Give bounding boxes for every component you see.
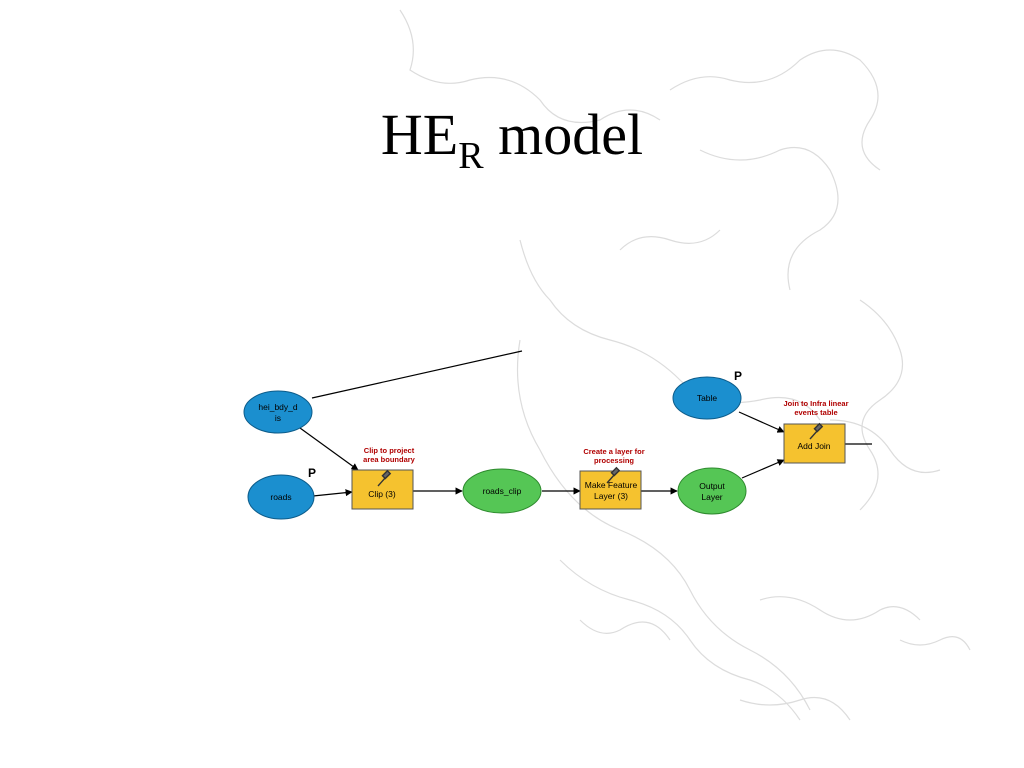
output-label-1: Output xyxy=(699,481,725,491)
roads-clip-label: roads_clip xyxy=(483,486,522,496)
tool-add-join[interactable]: Join to Infra linear events table Add Jo… xyxy=(783,399,849,464)
connector-hei-to-long xyxy=(311,350,523,399)
title-main: HE xyxy=(380,102,459,167)
hammer-icon xyxy=(809,422,824,440)
roads-label: roads xyxy=(270,492,291,502)
connector-table-to-addjoin xyxy=(738,411,785,433)
connector-output-to-addjoin xyxy=(741,459,785,479)
table-label: Table xyxy=(697,393,718,403)
connector-hei-to-clip xyxy=(299,427,359,471)
addjoin-caption-2: events table xyxy=(794,408,837,417)
hammer-icon xyxy=(606,466,621,484)
hammer-icon xyxy=(377,469,392,487)
node-roads-clip[interactable]: roads_clip xyxy=(462,468,542,514)
tool-clip[interactable]: Clip to project area boundary Clip (3) xyxy=(351,446,416,510)
slide-title: HER model xyxy=(0,100,1024,191)
hei-bdy-label-2: is xyxy=(275,413,281,423)
tool-make-feature-layer[interactable]: Create a layer for processing Make Featu… xyxy=(579,447,645,510)
mfl-caption-2: processing xyxy=(594,456,634,465)
node-roads[interactable]: roads P xyxy=(247,466,316,520)
hei-bdy-label-1: hei_bdy_d xyxy=(258,402,298,412)
roads-param-marker: P xyxy=(308,466,316,480)
output-label-2: Layer xyxy=(701,492,722,502)
clip-label: Clip (3) xyxy=(368,489,396,499)
title-tail: model xyxy=(483,102,644,167)
clip-caption-2: area boundary xyxy=(363,455,416,464)
connector-roads-to-clip xyxy=(312,489,353,497)
connectors xyxy=(299,350,872,497)
table-param-marker: P xyxy=(734,369,742,383)
addjoin-label: Add Join xyxy=(797,441,830,451)
clip-caption-1: Clip to project xyxy=(364,446,415,455)
mfl-label-1: Make Feature xyxy=(585,480,638,490)
title-subscript: R xyxy=(458,135,484,177)
mfl-label-2: Layer (3) xyxy=(594,491,628,501)
node-table[interactable]: Table P xyxy=(672,369,742,420)
mfl-caption-1: Create a layer for xyxy=(583,447,644,456)
node-hei-bdy-dis[interactable]: hei_bdy_d is xyxy=(243,390,313,434)
addjoin-caption-1: Join to Infra linear xyxy=(783,399,848,408)
node-output-layer[interactable]: Output Layer xyxy=(677,467,747,515)
